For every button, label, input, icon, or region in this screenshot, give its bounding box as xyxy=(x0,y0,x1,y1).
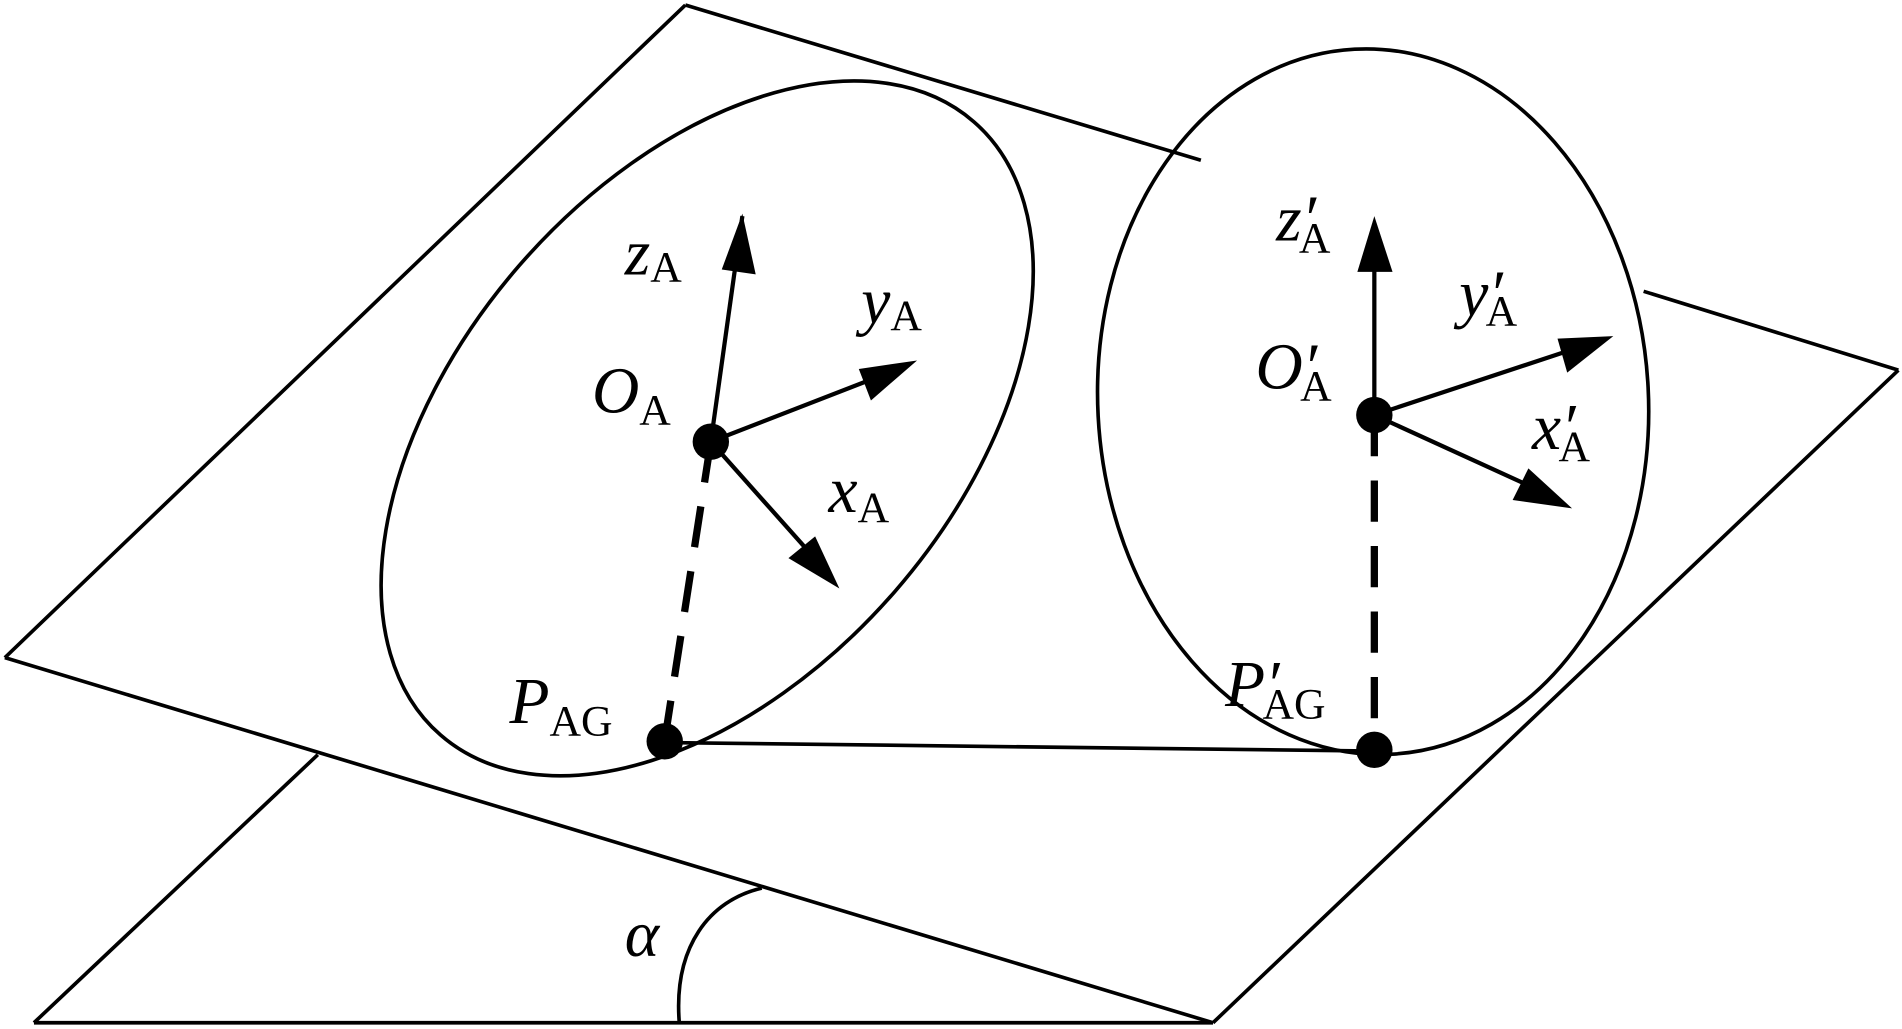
svg-text:y′A: y′A xyxy=(1453,259,1517,336)
angle-arc xyxy=(676,886,763,1023)
alpha-label: α xyxy=(625,899,661,971)
svg-text:O′A: O′A xyxy=(1255,331,1332,410)
left-wheel-ellipse xyxy=(379,79,1036,778)
svg-text:PAG: PAG xyxy=(508,666,612,745)
svg-text:OA: OA xyxy=(592,356,671,435)
svg-text:zA: zA xyxy=(624,217,683,291)
svg-text:P′AG: P′AG xyxy=(1224,649,1325,728)
contact-line xyxy=(664,740,1375,753)
svg-text:x′A: x′A xyxy=(1531,392,1590,471)
left-frame xyxy=(646,213,918,760)
inclined-plane xyxy=(3,3,1900,1025)
labels: zA yA OA xA PAG z′A y′A O′A x′A P′AG xyxy=(508,183,1590,745)
ground-plane xyxy=(32,753,1214,1025)
right-frame xyxy=(1356,216,1614,769)
svg-text:xA: xA xyxy=(827,455,889,532)
svg-text:z′A: z′A xyxy=(1275,183,1331,262)
svg-text:yA: yA xyxy=(855,266,922,340)
